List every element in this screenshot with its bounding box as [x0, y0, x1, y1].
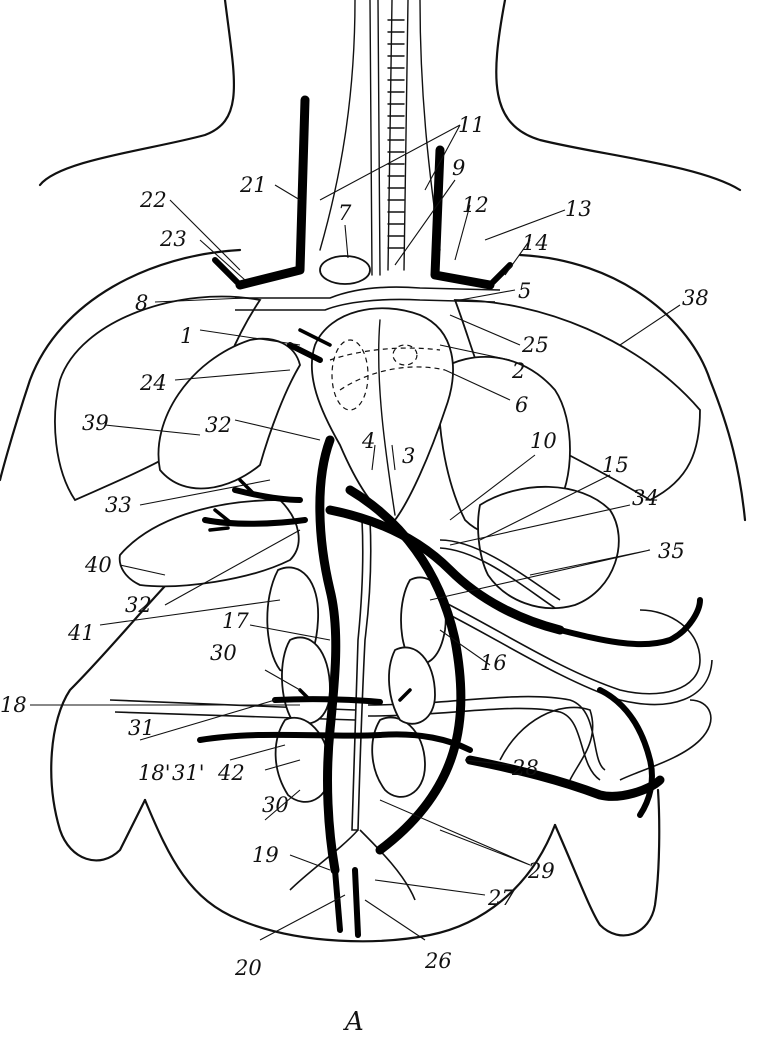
heart — [311, 307, 454, 522]
figure-caption: A — [343, 1007, 364, 1037]
label-27: 27 — [487, 886, 515, 910]
label-5: 5 — [518, 279, 531, 303]
label-40: 40 — [84, 553, 112, 577]
label-11: 11 — [458, 113, 485, 137]
label-7: 7 — [338, 201, 352, 225]
label-19: 19 — [252, 843, 279, 867]
label-9: 9 — [452, 156, 465, 180]
kidney-30-lower — [274, 717, 331, 803]
kidney-right-mid — [388, 646, 436, 725]
veins — [197, 95, 703, 938]
label-33: 33 — [105, 493, 132, 517]
labels: 1 2 3 4 5 6 7 8 9 10 11 12 13 14 15 16 1… — [0, 113, 709, 1037]
label-6: 6 — [515, 393, 528, 417]
label-20: 20 — [234, 956, 262, 980]
label-26: 26 — [424, 949, 452, 973]
label-38: 38 — [682, 286, 709, 310]
label-2: 2 — [511, 359, 525, 383]
label-41: 41 — [67, 621, 95, 645]
label-22: 22 — [139, 188, 167, 212]
label-18-prime: 18' — [138, 761, 171, 785]
label-12: 12 — [462, 193, 489, 217]
label-42: 42 — [217, 761, 245, 785]
label-14: 14 — [522, 231, 549, 255]
label-31: 31 — [128, 716, 155, 740]
label-16: 16 — [480, 651, 507, 675]
label-28: 28 — [511, 756, 539, 780]
label-21: 21 — [239, 173, 267, 197]
vena-cava-posterior — [315, 435, 341, 875]
thyroid-7 — [319, 255, 371, 285]
label-1: 1 — [180, 324, 193, 348]
label-29: 29 — [527, 859, 555, 883]
liver — [118, 337, 620, 609]
label-13: 13 — [565, 197, 592, 221]
liver-lobe-right — [477, 485, 620, 609]
label-24: 24 — [139, 371, 167, 395]
kidney-30-upper — [281, 636, 331, 725]
trachea — [319, 0, 441, 285]
liver-lobe-39 — [157, 337, 301, 490]
label-15: 15 — [602, 453, 629, 477]
leader-lines — [30, 124, 681, 941]
vein-28 — [465, 755, 665, 801]
label-31-prime: 31' — [172, 761, 205, 785]
label-39: 39 — [82, 411, 109, 435]
label-10: 10 — [530, 429, 557, 453]
liver-lobe-40 — [118, 499, 300, 588]
label-23: 23 — [159, 227, 187, 251]
label-8: 8 — [135, 291, 148, 315]
label-3: 3 — [402, 444, 415, 468]
label-4: 4 — [361, 429, 375, 453]
label-34: 34 — [632, 486, 659, 510]
label-35: 35 — [658, 539, 685, 563]
label-18: 18 — [0, 693, 27, 717]
label-30-lower: 30 — [262, 793, 289, 817]
body-outline — [0, 0, 747, 943]
label-32-lower: 32 — [125, 593, 152, 617]
label-30-upper: 30 — [210, 641, 237, 665]
label-25: 25 — [521, 333, 549, 357]
label-32-upper: 32 — [205, 413, 232, 437]
vein-21 — [235, 95, 310, 290]
label-17: 17 — [222, 609, 249, 633]
kidney-right-lower — [371, 716, 426, 798]
vein-12 — [430, 145, 495, 290]
